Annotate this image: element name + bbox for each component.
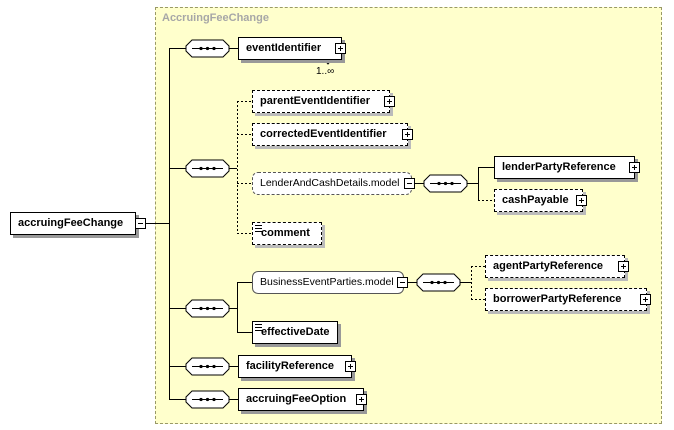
element-facility-reference[interactable]: facilityReference xyxy=(238,355,352,378)
sequence-icon xyxy=(416,273,461,292)
expand-icon[interactable] xyxy=(384,96,395,107)
expand-icon[interactable] xyxy=(335,43,346,54)
collapse-icon[interactable] xyxy=(397,277,408,288)
element-corrected-event-identifier[interactable]: correctedEventIdentifier xyxy=(252,123,408,146)
element-label: cashPayable xyxy=(502,194,569,206)
expand-icon[interactable] xyxy=(356,394,367,405)
group-label: LenderAndCashDetails.model xyxy=(260,177,400,189)
text-content-icon xyxy=(255,324,262,331)
group-box xyxy=(155,7,662,424)
element-label: lenderPartyReference xyxy=(502,161,616,173)
root-element[interactable]: accruingFeeChange xyxy=(10,212,136,235)
expand-icon[interactable] xyxy=(345,361,356,372)
element-label: parentEventIdentifier xyxy=(260,95,371,107)
element-label: correctedEventIdentifier xyxy=(260,128,387,140)
element-agent-party-reference[interactable]: agentPartyReference xyxy=(485,255,625,278)
expand-icon[interactable] xyxy=(402,129,413,140)
group-lender-and-cash-details[interactable]: LenderAndCashDetails.model xyxy=(252,172,412,195)
group-label: BusinessEventParties.model xyxy=(260,276,394,288)
connector-lines xyxy=(146,48,494,400)
element-label: accruingFeeOption xyxy=(246,393,347,405)
element-label: effectiveDate xyxy=(261,326,330,338)
element-event-identifier[interactable]: eventIdentifier xyxy=(238,37,342,60)
group-business-event-parties[interactable]: BusinessEventParties.model xyxy=(252,271,404,294)
element-label: facilityReference xyxy=(246,360,335,372)
element-borrower-party-reference[interactable]: borrowerPartyReference xyxy=(485,288,647,311)
element-label: agentPartyReference xyxy=(493,260,604,272)
cardinality-label: 1..∞ xyxy=(316,66,335,77)
element-label: comment xyxy=(261,227,310,239)
sequence-icon xyxy=(185,390,230,409)
expand-icon[interactable] xyxy=(640,294,651,305)
collapse-icon[interactable] xyxy=(135,218,146,229)
element-effective-date[interactable]: effectiveDate xyxy=(252,321,338,344)
group-title: AccruingFeeChange xyxy=(162,12,269,24)
element-lender-party-reference[interactable]: lenderPartyReference xyxy=(494,156,635,179)
element-label: eventIdentifier xyxy=(246,42,322,54)
text-content-icon xyxy=(255,225,262,232)
collapse-icon[interactable] xyxy=(404,178,415,189)
element-comment[interactable]: comment xyxy=(252,222,322,245)
expand-icon[interactable] xyxy=(618,261,629,272)
root-element-label: accruingFeeChange xyxy=(18,217,124,229)
sequence-compositors xyxy=(185,39,468,409)
expand-icon[interactable] xyxy=(576,195,587,206)
element-accruing-fee-option[interactable]: accruingFeeOption xyxy=(238,388,364,411)
sequence-icon xyxy=(185,357,230,376)
sequence-icon xyxy=(185,159,230,178)
expand-icon[interactable] xyxy=(629,162,640,173)
element-cash-payable[interactable]: cashPayable xyxy=(494,189,583,212)
sequence-icon xyxy=(185,39,230,58)
element-label: borrowerPartyReference xyxy=(493,293,622,305)
sequence-icon xyxy=(423,174,468,193)
element-parent-event-identifier[interactable]: parentEventIdentifier xyxy=(252,90,390,113)
sequence-icon xyxy=(185,299,230,318)
